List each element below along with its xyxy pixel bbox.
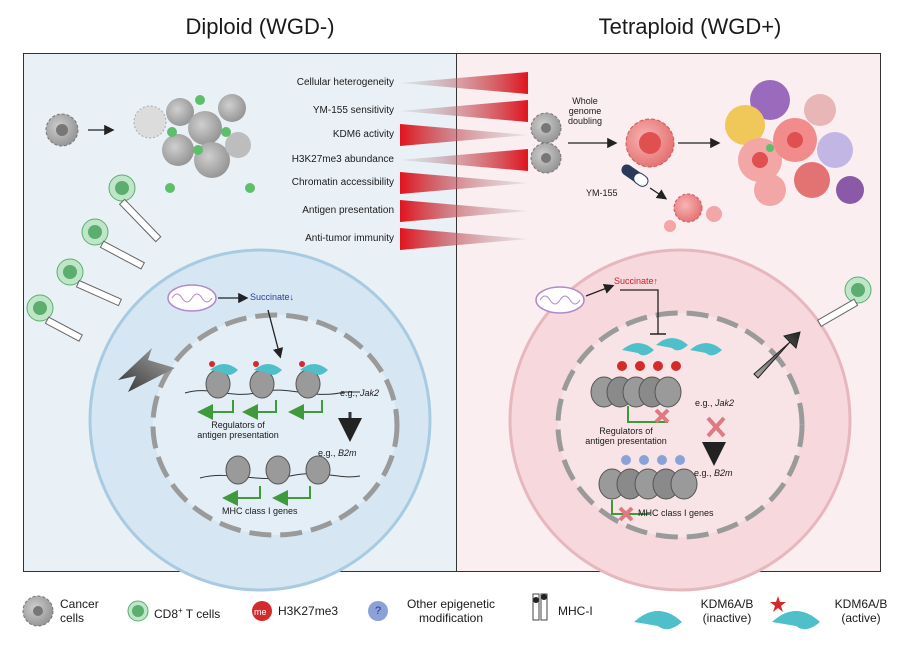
diploid-dying-cells-icon [133,94,255,193]
diploid-jak2-locus [184,361,360,420]
tetraploid-exit-arrow [753,331,801,379]
legend-question-icon [368,601,388,621]
legend-tcell-label: CD8+ T cells [154,606,221,621]
wedge-ym155-sensitivity [400,100,528,122]
wedge-antigen [400,200,528,222]
legend-me-icon [252,601,272,621]
ym155-label: YM-155 [586,188,618,198]
comparison-label-6: Anti-tumor immunity [305,233,394,244]
tetraploid-eg-b2m: e.g., B2m [694,468,733,478]
title-diploid: Diploid (WGD-) [185,14,335,39]
diploid-eg-jak2: e.g., Jak2 [340,388,380,398]
diploid-mitochondrion-icon [167,284,217,312]
legend-cancer-cell-icon [22,595,54,627]
legend-h3k27me3-label: H3K27me3 [278,604,339,618]
tetraploid-heterogeneous-tumor-icon [725,80,864,206]
tetraploid-cell-icon [625,118,675,168]
ym155-dying-cells-icon [664,193,722,232]
tetraploid-t-cell [817,276,872,327]
legend-me-glyph: me [254,607,267,617]
legend-question-glyph: ? [375,605,382,617]
title-tetraploid: Tetraploid (WGD+) [598,14,782,39]
comparison-label-4: Chromatin accessibility [291,177,394,188]
legend-icons [22,593,820,630]
wedge-kdm6-activity [400,124,528,146]
tetraploid-origin-cells-icon [530,112,562,174]
diploid-t-cells [26,174,162,342]
diploid-cancer-cell-icon [45,113,79,147]
wedge-h3k27me3 [400,149,528,171]
legend-kdm-active-label: KDM6A/B(active) [834,597,888,625]
diploid-succinate: Succinate↓ [250,292,295,302]
legend-mhc-icon [532,593,548,621]
legend-kdm-active-icon [770,596,820,630]
tetraploid-mhc-genes: MHC class I genes [638,508,714,518]
legend-kdm-inactive-icon [634,611,682,630]
legend-mhc-label: MHC-I [558,604,593,618]
diploid-eg-b2m: e.g., B2m [318,448,357,458]
diploid-mhc-genes: MHC class I genes [222,506,298,516]
wedge-cellular-heterogeneity [400,72,528,94]
tetraploid-jak2-locus [590,361,682,424]
tetraploid-b2m-locus [598,455,698,522]
comparison-label-2: KDM6 activity [332,129,394,140]
comparison-label-3: H3K27me3 abundance [291,154,394,165]
kdm6-inactive-group [622,338,722,356]
comparison-label-0: Cellular heterogeneity [296,77,394,88]
comparison-label-1: YM-155 sensitivity [312,105,394,116]
legend-tcell-icon [127,600,149,622]
comparison-wedges [400,72,528,250]
wedge-immunity [400,228,528,250]
diploid-b2m-locus [199,455,361,506]
tetraploid-succinate: Succinate↑ [614,276,659,286]
ym155-pill-icon [621,164,649,187]
diploid-exit-arrow [118,348,175,392]
tetraploid-mitochondrion-icon [535,286,585,314]
comparison-label-5: Antigen presentation [302,205,394,216]
legend-kdm-inactive-label: KDM6A/B(inactive) [700,597,754,625]
wedge-chromatin [400,172,528,194]
tetraploid-eg-jak2: e.g., Jak2 [695,398,735,408]
